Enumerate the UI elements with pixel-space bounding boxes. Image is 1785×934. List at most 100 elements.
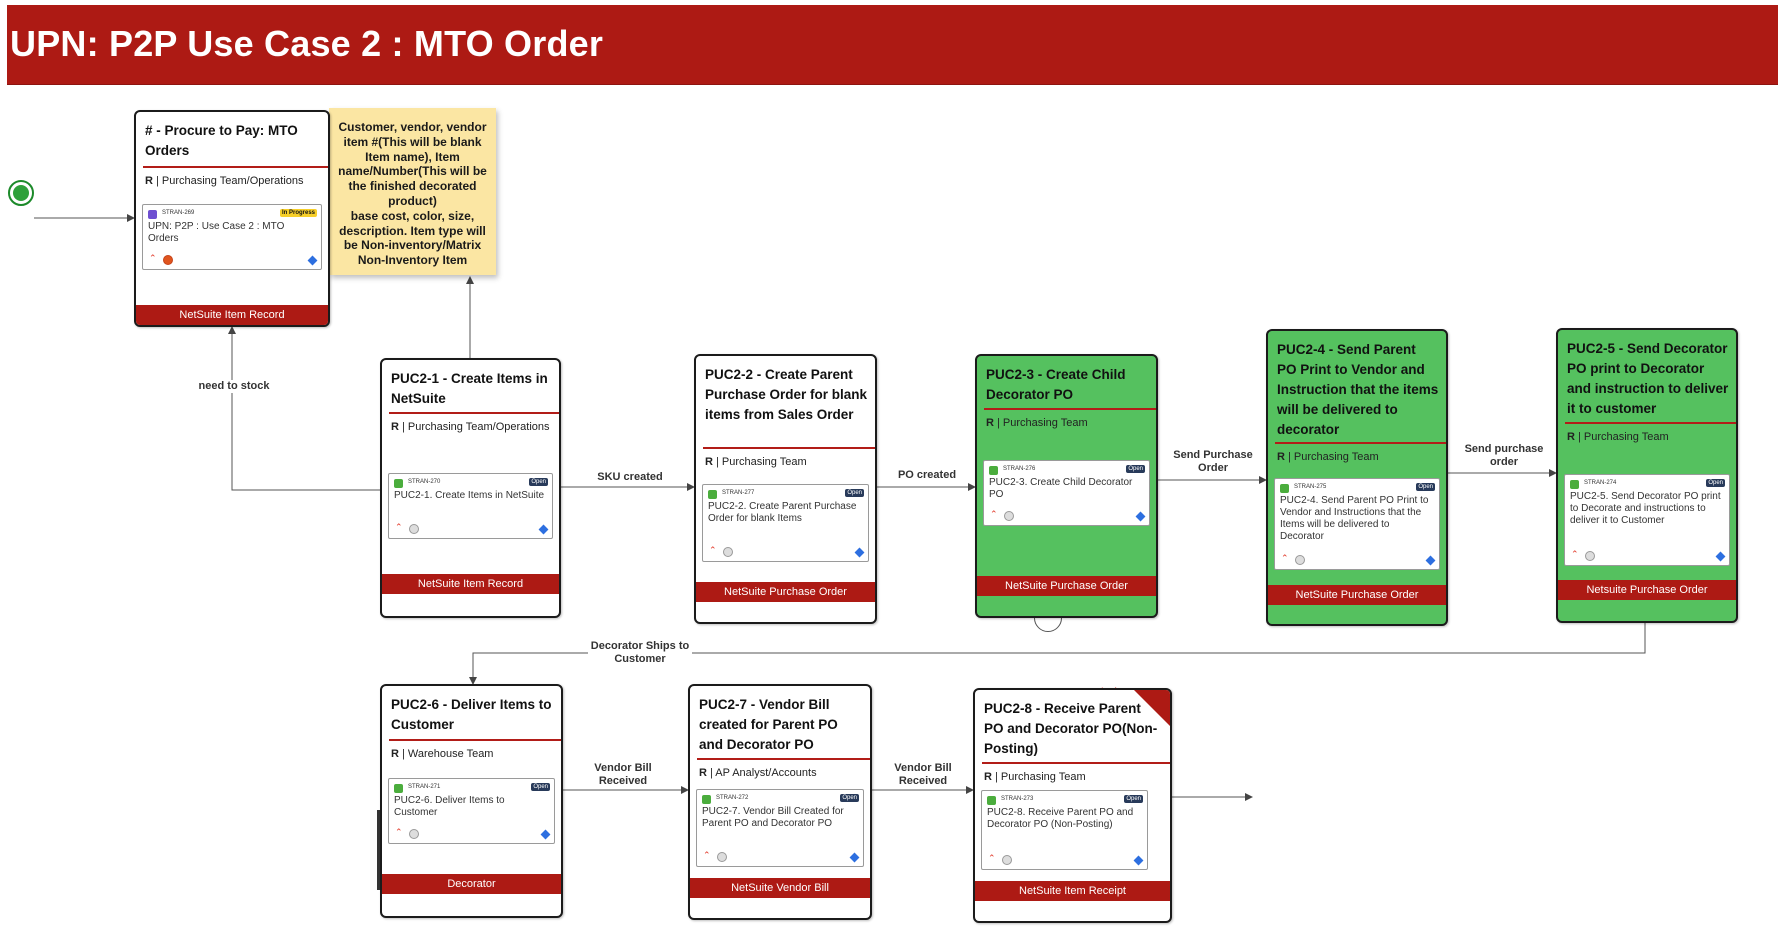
jira-icon bbox=[1715, 551, 1726, 562]
priority-icon: ⌃ bbox=[990, 509, 998, 519]
jira-icon bbox=[1133, 855, 1144, 866]
divider bbox=[389, 412, 559, 414]
jira-card[interactable]: STRAN-273 Open PUC2-8. Receive Parent PO… bbox=[981, 790, 1148, 870]
issue-summary: PUC2-7. Vendor Bill Created for Parent P… bbox=[702, 806, 844, 829]
jira-card[interactable]: STRAN-272 Open PUC2-7. Vendor Bill Creat… bbox=[696, 789, 864, 867]
avatar bbox=[723, 547, 733, 557]
node-title: PUC2-5 - Send Decorator PO print to Deco… bbox=[1567, 341, 1729, 416]
node-footer: NetSuite Purchase Order bbox=[977, 576, 1156, 596]
edge-label-need-to-stock: need to stock bbox=[192, 380, 276, 393]
responsible: R| Purchasing Team/Operations bbox=[145, 175, 304, 187]
issue-summary: PUC2-2. Create Parent Purchase Order for… bbox=[708, 501, 857, 524]
node-puc2-7[interactable]: PUC2-7 - Vendor Bill created for Parent … bbox=[688, 684, 872, 920]
status-badge: Open bbox=[1416, 483, 1435, 491]
story-icon bbox=[987, 796, 996, 805]
divider bbox=[389, 739, 561, 741]
edge-label-vendor-bill-2: Vendor Bill Received bbox=[889, 762, 957, 788]
node-puc2-3[interactable]: PUC2-3 - Create Child Decorator PO R| Pu… bbox=[975, 354, 1158, 618]
status-badge: Open bbox=[531, 783, 550, 791]
edge-label-sku-created: SKU created bbox=[588, 471, 672, 484]
edge-n1-to-n0 bbox=[228, 326, 380, 491]
start-circle-icon bbox=[8, 180, 34, 206]
responsible: R| Purchasing Team/Operations bbox=[391, 421, 550, 433]
node-title: PUC2-2 - Create Parent Purchase Order fo… bbox=[705, 367, 868, 422]
avatar bbox=[409, 524, 419, 534]
page-title: UPN: P2P Use Case 2 : MTO Order bbox=[10, 23, 604, 64]
node-footer: NetSuite Item Record bbox=[136, 305, 328, 325]
divider bbox=[984, 408, 1156, 410]
node-footer: Netsuite Purchase Order bbox=[1558, 580, 1736, 600]
issue-key: STRAN-274 bbox=[1584, 480, 1617, 486]
node-puc2-8[interactable]: PUC2-8 - Receive Parent PO and Decorator… bbox=[973, 688, 1172, 923]
issue-summary: PUC2-4. Send Parent PO Print to Vendor a… bbox=[1280, 495, 1429, 542]
jira-card[interactable]: STRAN-270 Open PUC2-1. Create Items in N… bbox=[388, 473, 553, 539]
divider bbox=[143, 166, 328, 168]
issue-key: STRAN-275 bbox=[1294, 484, 1327, 490]
epic-icon bbox=[148, 210, 157, 219]
status-badge: In Progress bbox=[279, 209, 317, 217]
story-icon bbox=[394, 479, 403, 488]
node-title: # - Procure to Pay: MTO Orders bbox=[145, 123, 298, 158]
avatar bbox=[1295, 555, 1305, 565]
jira-icon bbox=[540, 829, 551, 840]
issue-summary: PUC2-8. Receive Parent PO and Decorator … bbox=[987, 807, 1134, 830]
jira-icon bbox=[854, 547, 865, 558]
priority-icon: ⌃ bbox=[1281, 553, 1289, 563]
status-badge: Open bbox=[529, 478, 548, 486]
node-footer: NetSuite Item Record bbox=[382, 574, 559, 594]
divider bbox=[1565, 422, 1736, 424]
jira-icon bbox=[849, 852, 860, 863]
issue-key: STRAN-270 bbox=[408, 479, 441, 485]
status-badge: Open bbox=[840, 794, 859, 802]
node-procure-to-pay[interactable]: # - Procure to Pay: MTO Orders R| Purcha… bbox=[134, 110, 330, 327]
divider bbox=[1275, 442, 1446, 444]
node-puc2-4[interactable]: PUC2-4 - Send Parent PO Print to Vendor … bbox=[1266, 329, 1448, 626]
priority-icon: ⌃ bbox=[149, 253, 157, 263]
jira-icon bbox=[538, 524, 549, 535]
issue-summary: PUC2-6. Deliver Items to Customer bbox=[394, 795, 505, 818]
issue-key: STRAN-269 bbox=[162, 210, 195, 216]
issue-summary: PUC2-3. Create Child Decorator PO bbox=[989, 477, 1133, 500]
avatar bbox=[1002, 855, 1012, 865]
jira-icon bbox=[1135, 511, 1146, 522]
jira-icon bbox=[1425, 555, 1436, 566]
edge-label-vendor-bill-1: Vendor Bill Received bbox=[589, 762, 657, 788]
jira-card[interactable]: STRAN-271 Open PUC2-6. Deliver Items to … bbox=[388, 778, 555, 844]
node-title: PUC2-8 - Receive Parent PO and Decorator… bbox=[984, 701, 1158, 756]
priority-icon: ⌃ bbox=[395, 522, 403, 532]
story-icon bbox=[708, 490, 717, 499]
status-badge: Open bbox=[845, 489, 864, 497]
node-footer: NetSuite Purchase Order bbox=[1268, 585, 1446, 605]
issue-summary: PUC2-1. Create Items in NetSuite bbox=[394, 490, 545, 501]
divider bbox=[697, 758, 870, 760]
avatar bbox=[163, 255, 173, 265]
jira-card[interactable]: STRAN-276 Open PUC2-3. Create Child Deco… bbox=[983, 460, 1150, 526]
jira-card[interactable]: STRAN-275 Open PUC2-4. Send Parent PO Pr… bbox=[1274, 478, 1440, 570]
node-puc2-1[interactable]: PUC2-1 - Create Items in NetSuite R| Pur… bbox=[380, 358, 561, 618]
priority-icon: ⌃ bbox=[703, 850, 711, 860]
story-icon bbox=[989, 466, 998, 475]
jira-card[interactable]: STRAN-269 In Progress UPN: P2P : Use Cas… bbox=[142, 204, 322, 270]
jira-card[interactable]: STRAN-277 Open PUC2-2. Create Parent Pur… bbox=[702, 484, 869, 562]
node-puc2-6[interactable]: PUC2-6 - Deliver Items to Customer R| Wa… bbox=[380, 684, 563, 918]
node-footer: NetSuite Purchase Order bbox=[696, 582, 875, 602]
story-icon bbox=[394, 784, 403, 793]
node-footer: NetSuite Item Receipt bbox=[975, 881, 1170, 901]
node-puc2-5[interactable]: PUC2-5 - Send Decorator PO print to Deco… bbox=[1556, 328, 1738, 623]
priority-icon: ⌃ bbox=[988, 853, 996, 863]
node-title: PUC2-1 - Create Items in NetSuite bbox=[391, 371, 548, 406]
avatar bbox=[717, 852, 727, 862]
node-footer: Decorator bbox=[382, 874, 561, 894]
priority-icon: ⌃ bbox=[395, 827, 403, 837]
issue-key: STRAN-276 bbox=[1003, 466, 1036, 472]
node-title: PUC2-7 - Vendor Bill created for Parent … bbox=[699, 697, 838, 752]
status-badge: Open bbox=[1706, 479, 1725, 487]
sticky-note[interactable]: Customer, vendor, vendor item #(This wil… bbox=[329, 108, 496, 275]
node-puc2-2[interactable]: PUC2-2 - Create Parent Purchase Order fo… bbox=[694, 354, 877, 624]
status-badge: Open bbox=[1124, 795, 1143, 803]
issue-summary: UPN: P2P : Use Case 2 : MTO Orders bbox=[148, 221, 285, 244]
responsible: R| AP Analyst/Accounts bbox=[699, 767, 817, 779]
edge-label-decorator-ships: Decorator Ships to Customer bbox=[588, 640, 692, 666]
jira-card[interactable]: STRAN-274 Open PUC2-5. Send Decorator PO… bbox=[1564, 474, 1730, 566]
sticky-note-text: Customer, vendor, vendor item #(This wil… bbox=[338, 120, 487, 268]
